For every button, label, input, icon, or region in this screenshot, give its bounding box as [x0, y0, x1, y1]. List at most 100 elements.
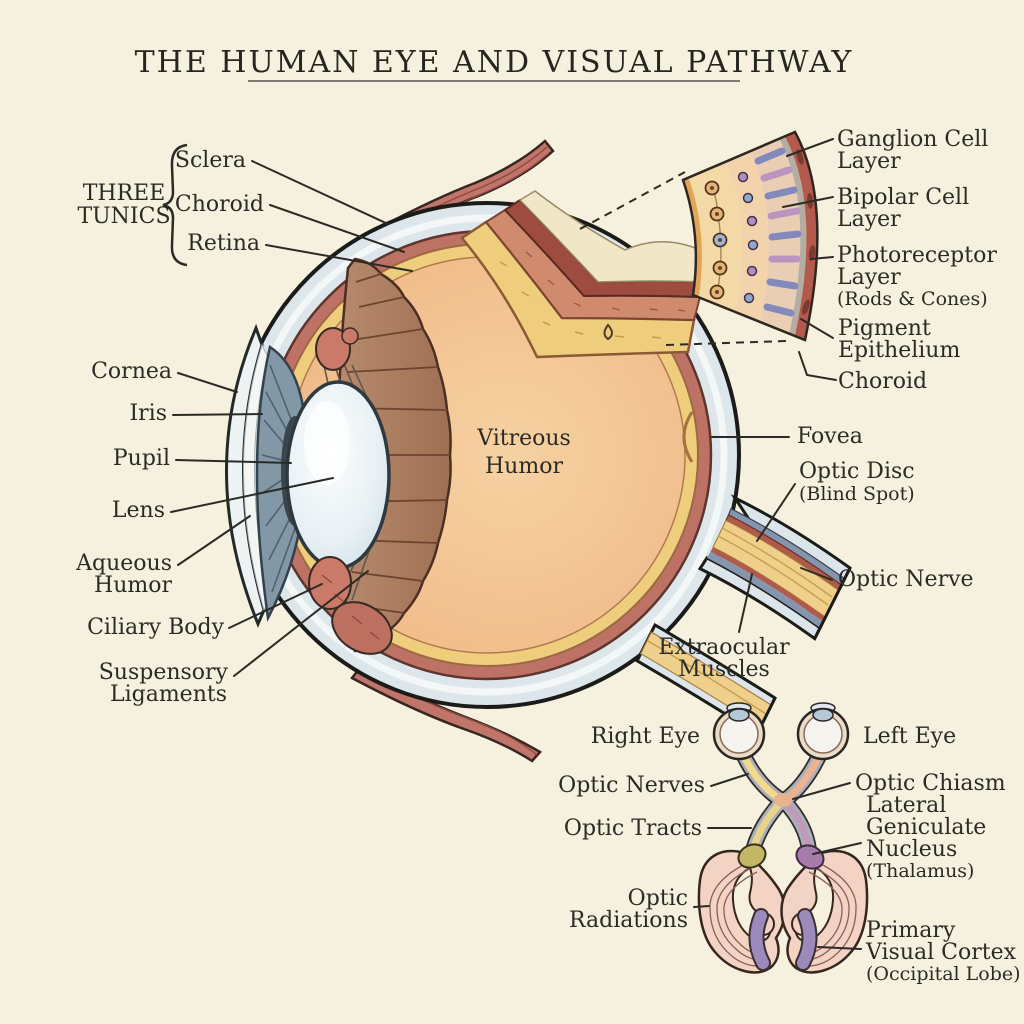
leader-photoreceptor [810, 256, 834, 260]
lens [285, 380, 391, 570]
label-three-tunics-1: THREE [83, 181, 166, 206]
nerve-cut-end [813, 567, 852, 640]
title-block: THE HUMAN EYE AND VISUAL PATHWAY [135, 45, 854, 82]
label-retina: Retina [187, 231, 260, 256]
leader-bipolar [782, 196, 834, 208]
label-right-eye: Right Eye [591, 724, 700, 749]
retina-speckles [499, 261, 662, 339]
leader-iris [172, 413, 263, 416]
label-ganglion-1: Ganglion Cell [837, 127, 988, 152]
leader-pupil [175, 459, 292, 464]
dash-line-bottom [665, 340, 787, 346]
label-cortex-3: (Occipital Lobe) [866, 963, 1021, 985]
leader-pigment [800, 318, 834, 339]
ciliary-texture [321, 574, 380, 640]
tunics-brace [162, 143, 188, 267]
label-optic-chiasm: Optic Chiasm [855, 771, 1006, 796]
retina-inset [681, 130, 819, 342]
label-suspensory-2: Ligaments [110, 682, 227, 707]
leader-aqueous [177, 515, 251, 566]
label-bipolar-1: Bipolar Cell [837, 185, 969, 210]
leader-radiations [693, 905, 710, 908]
label-vitreous-1: Vitreous [476, 426, 571, 451]
label-cornea: Cornea [91, 359, 172, 384]
label-optic-nerve: Optic Nerve [838, 567, 974, 592]
label-optic-nerves: Optic Nerves [558, 773, 705, 798]
leader-lines [170, 138, 862, 950]
label-extraocular-2: Muscles [678, 657, 770, 682]
label-optic-tracts: Optic Tracts [564, 816, 702, 841]
pathway-right-eyeball [712, 702, 766, 761]
chiasm-limbs [736, 748, 827, 858]
lens-highlight [304, 401, 350, 485]
choroid-speckles [525, 251, 686, 312]
leader-suspensory [233, 570, 369, 677]
label-lgn-4: (Thalamus) [866, 860, 974, 882]
leader-choroid [269, 204, 405, 253]
labels: THREE TUNICS Sclera Choroid Retina Corne… [75, 127, 1020, 985]
label-iris: Iris [129, 401, 167, 426]
pathway-left-eyeball [796, 702, 850, 761]
inset-bipolar-layer [725, 151, 769, 322]
label-pupil: Pupil [113, 446, 170, 471]
inset-pigment-layer [779, 136, 807, 336]
label-fovea: Fovea [797, 424, 863, 449]
label-vitreous-2: Humor [485, 454, 563, 479]
bipolar-cells [737, 171, 759, 304]
optic-chiasm-body [774, 793, 792, 807]
label-lgn-2: Geniculate [866, 815, 986, 840]
brain [697, 849, 869, 974]
label-pigment-1: Pigment [838, 316, 931, 341]
label-radiations-1: Optic [628, 886, 688, 911]
inset-choroid-band [784, 132, 818, 340]
label-aqueous-1: Aqueous [75, 551, 172, 576]
label-photoreceptor-1: Photoreceptor [837, 243, 997, 268]
label-pigment-2: Epithelium [838, 338, 960, 363]
label-bipolar-2: Layer [837, 207, 901, 232]
rods-and-cones [754, 147, 802, 317]
iris-streaks [261, 364, 299, 593]
label-sclera: Sclera [175, 148, 246, 173]
label-choroid: Choroid [175, 192, 264, 217]
right-lgn [795, 844, 825, 870]
label-blind-spot: (Blind Spot) [799, 483, 915, 505]
leader-lgn [812, 842, 862, 855]
ganglion-cells [704, 180, 728, 300]
leader-cornea [177, 372, 238, 393]
label-inset-choroid: Choroid [838, 369, 927, 394]
label-lgn-3: Nucleus [866, 837, 957, 862]
leader-ganglion [786, 138, 834, 157]
label-left-eye: Left Eye [863, 724, 956, 749]
dash-line-top [579, 171, 686, 230]
label-rods-cones: (Rods & Cones) [837, 288, 988, 310]
visual-pathway [697, 702, 869, 974]
inset-inner-limiting [683, 177, 702, 298]
nerve-fiber-lines [717, 527, 833, 606]
label-cortex-1: Primary [866, 918, 956, 943]
leader-retina [265, 244, 413, 272]
macula-marker [603, 323, 613, 341]
right-lens [728, 708, 750, 722]
label-lgn-1: Lateral [866, 793, 946, 818]
leader-cortex [817, 946, 862, 950]
right-occipital-cortex [797, 910, 816, 969]
leader-lens [170, 477, 334, 513]
left-lens [812, 708, 834, 722]
leader-sclera [251, 160, 389, 225]
label-radiations-2: Radiations [569, 908, 688, 933]
leader-optic-nerves [710, 773, 749, 787]
ciliary-body [308, 327, 393, 655]
page-title: THE HUMAN EYE AND VISUAL PATHWAY [135, 45, 854, 80]
leader-ciliary [228, 583, 323, 629]
optic-nerve-bundle [697, 494, 852, 641]
label-ganglion-2: Layer [837, 149, 901, 174]
label-photoreceptor-2: Layer [837, 265, 901, 290]
label-optic-disc: Optic Disc [799, 459, 915, 484]
leader-inset-choroid [798, 351, 837, 381]
left-occipital-cortex [750, 910, 769, 969]
leader-extraocular [738, 573, 753, 633]
label-extraocular-1: Extraocular [658, 635, 790, 660]
nerve-dura-blue-bottom [707, 551, 824, 628]
